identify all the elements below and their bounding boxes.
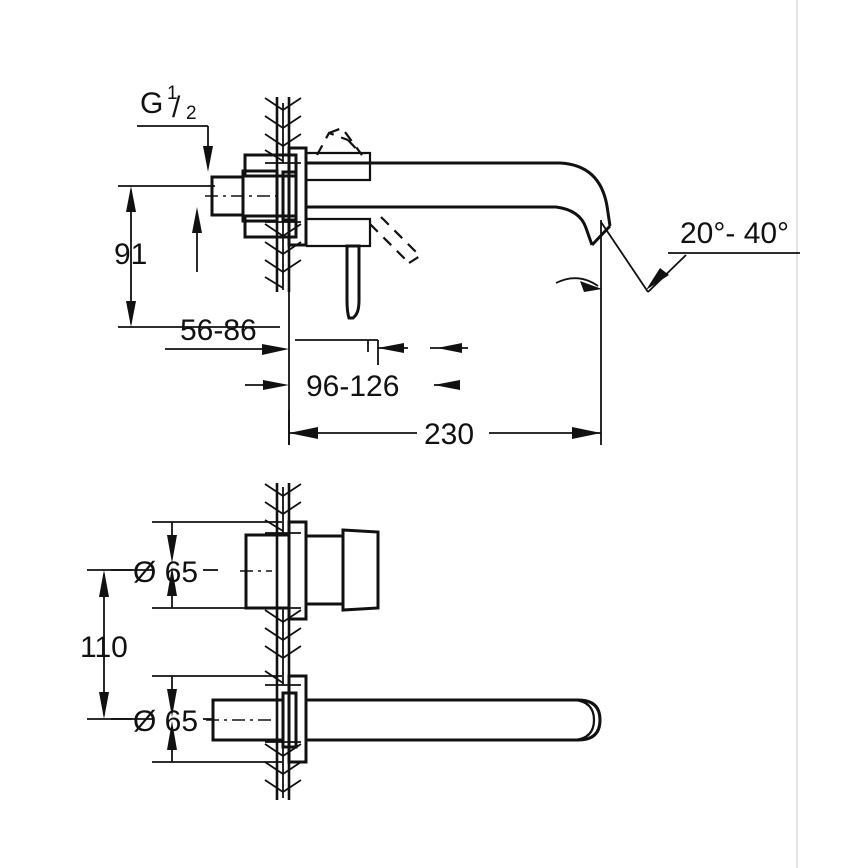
valve-assembly-front[interactable] [240, 520, 380, 621]
dia-lower-arrow-top [167, 689, 177, 717]
inlet-pipe-thread [205, 169, 280, 223]
dim5686-arrow [262, 344, 289, 355]
dim230-arrow-left [289, 427, 318, 439]
dimension-56-86-label: 56-86 [180, 314, 257, 347]
wall-front-view [264, 483, 302, 800]
dia-lower-arrow-bottom [167, 721, 177, 750]
dimension-110-label: 110 [80, 631, 128, 664]
side-section-view: 20°- 40° G 1 / 2 91 [114, 83, 800, 451]
valve-wall-plate [287, 520, 308, 621]
cartridge-detail [306, 151, 372, 248]
wall-front-hatch-upper [264, 483, 302, 534]
spout-wall-plate [287, 674, 308, 764]
spray-angle-arrowhead [646, 268, 669, 290]
thread-label-g: G [140, 87, 163, 120]
spray-angle-label: 20°- 40° [680, 217, 789, 250]
lever-handle[interactable] [345, 244, 361, 320]
spout-diameter-label: Ø 65 [133, 705, 198, 738]
thread-label-slash: / [172, 91, 181, 124]
thread-label-numerator: 1 [167, 83, 178, 104]
dim96126-arrow-left-in [378, 343, 404, 353]
spout-tube [306, 698, 602, 742]
wall-hatch-lower [264, 221, 302, 290]
dimension-230-label: 230 [424, 418, 474, 451]
valve-diameter-label: Ø 65 [133, 556, 198, 589]
dia-upper-arrow-top [167, 535, 177, 563]
dim230-arrow-right [572, 427, 601, 439]
handle-motion-up-dashed [316, 126, 363, 156]
handle-motion-out-dashed [369, 216, 421, 264]
spout-end-cap [574, 698, 596, 742]
thread-leader-arrowhead [203, 146, 213, 172]
dim96126-arrow-tail [434, 380, 460, 390]
dim96126-arrow-right-in [437, 343, 462, 353]
dia-upper-arrow-bottom [167, 567, 177, 596]
dimension-110: 110 [80, 569, 152, 720]
wall-front-hatch-lower [264, 741, 302, 798]
dimension-valve-diameter: Ø 65 [111, 521, 282, 609]
wall-hatch-upper [264, 97, 302, 164]
spout-assembly-front [206, 674, 602, 764]
dim110-arrow-bottom [99, 692, 109, 719]
dimension-91: 91 [114, 185, 280, 328]
front-elevation-view: Ø 65 Ø 65 110 [80, 483, 602, 800]
water-stream-arrowhead [580, 281, 602, 292]
dim110-arrow-top [99, 570, 109, 597]
dim96126-arrow-left [263, 380, 289, 390]
spray-angle-leader [600, 221, 800, 293]
spout-inner-plate [281, 691, 298, 749]
spout-escutcheon-body [211, 698, 285, 742]
valve-collar [304, 534, 345, 606]
water-stream-arrow [555, 220, 602, 330]
dimension-96-126-label: 96-126 [306, 370, 399, 403]
dimension-spout-diameter: Ø 65 [111, 675, 282, 763]
dim91-arrow-top [126, 186, 136, 212]
dimension-91-label: 91 [114, 238, 147, 271]
thread-label: G 1 / 2 [140, 83, 197, 124]
dim91-arrow-bottom [126, 301, 136, 327]
thread-leader [137, 125, 213, 172]
dimension-230: 230 [288, 330, 602, 451]
spout-side [306, 161, 612, 247]
dimension-56-86: 56-86 [165, 314, 289, 355]
thread-label-denominator: 2 [186, 103, 197, 124]
dim91-inner-arrow [192, 207, 202, 233]
dimension-96-126: 96-126 [245, 339, 468, 403]
valve-cap [341, 528, 380, 612]
